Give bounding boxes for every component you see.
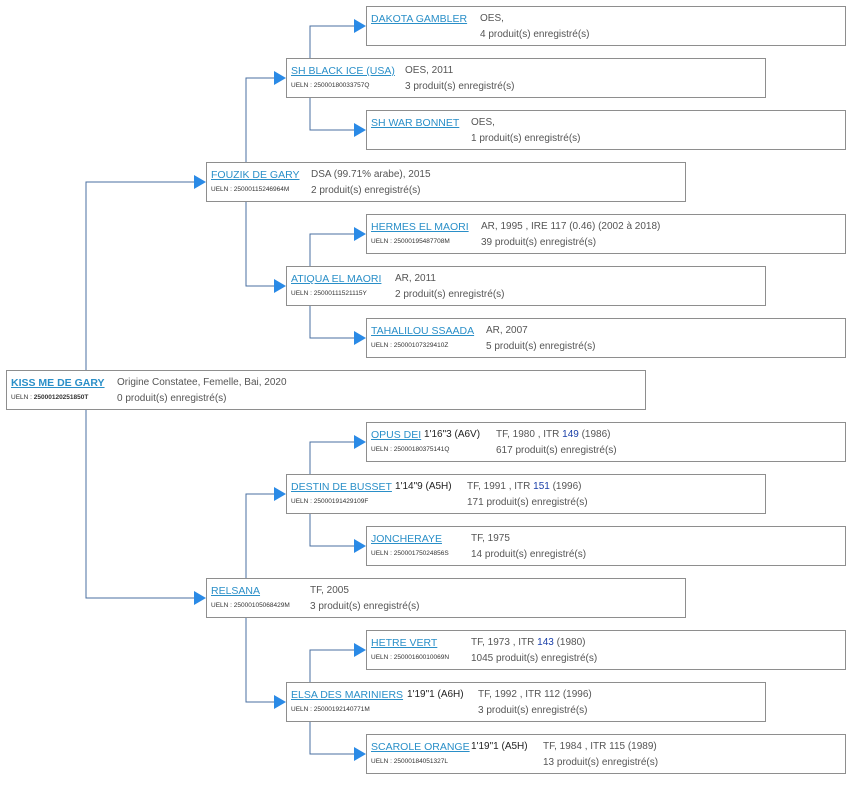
horse-info: TF, 1975 bbox=[471, 533, 510, 544]
horse-info: TF, 1980 , ITR 149 (1986) bbox=[496, 429, 611, 440]
horse-name-link[interactable]: JONCHERAYE bbox=[371, 533, 442, 545]
horse-card-ggs-1: DAKOTA GAMBLER OES, 4 produit(s) enregis… bbox=[366, 6, 846, 46]
ueln-text: UELN : 25000175024856S bbox=[371, 550, 449, 557]
arrow-right-icon bbox=[354, 643, 366, 657]
offspring-count: 3 produit(s) enregistré(s) bbox=[310, 601, 420, 612]
offspring-count: 617 produit(s) enregistré(s) bbox=[496, 445, 617, 456]
horse-card-ggd-1: SH WAR BONNET OES, 1 produit(s) enregist… bbox=[366, 110, 846, 150]
horse-info: TF, 1984 , ITR 115 (1989) bbox=[543, 741, 657, 752]
arrow-right-icon bbox=[354, 331, 366, 345]
horse-name-link[interactable]: SCAROLE ORANGE bbox=[371, 741, 470, 753]
arrow-right-icon bbox=[274, 71, 286, 85]
horse-info: Origine Constatee, Femelle, Bai, 2020 bbox=[117, 377, 287, 388]
horse-name-link[interactable]: KISS ME DE GARY bbox=[11, 377, 105, 389]
ueln-text: UELN : 25000115246964M bbox=[211, 186, 290, 193]
horse-card-maternal-grandsire: DESTIN DE BUSSET 1'14"9 (A5H) UELN : 250… bbox=[286, 474, 766, 514]
horse-card-paternal-grandsire: SH BLACK ICE (USA) UELN : 25000180033757… bbox=[286, 58, 766, 98]
arrow-right-icon bbox=[274, 487, 286, 501]
ueln-text: UELN : 25000120251850T bbox=[11, 394, 89, 401]
horse-card-ggd-2: TAHALILOU SSAADA UELN : 25000107329410Z … bbox=[366, 318, 846, 358]
offspring-count: 0 produit(s) enregistré(s) bbox=[117, 393, 227, 404]
arrow-right-icon bbox=[354, 227, 366, 241]
horse-name-link[interactable]: HERMES EL MAORI bbox=[371, 221, 469, 233]
horse-name-link[interactable]: RELSANA bbox=[211, 585, 261, 597]
horse-card-dam: RELSANA UELN : 25000105068429M TF, 2005 … bbox=[206, 578, 686, 618]
horse-card-ggd-3: JONCHERAYE UELN : 25000175024856S TF, 19… bbox=[366, 526, 846, 566]
ueln-text: UELN : 25000107329410Z bbox=[371, 342, 449, 349]
horse-name-link[interactable]: OPUS DEI bbox=[371, 429, 422, 441]
horse-name-link[interactable]: SH WAR BONNET bbox=[371, 117, 460, 129]
horse-card-maternal-granddam: ELSA DES MARINIERS 1'19"1 (A6H) UELN : 2… bbox=[286, 682, 766, 722]
offspring-count: 2 produit(s) enregistré(s) bbox=[311, 185, 421, 196]
horse-info: AR, 2011 bbox=[395, 273, 436, 284]
arrow-right-icon bbox=[194, 591, 206, 605]
ueln-text: UELN : 25000191429109F bbox=[291, 498, 369, 505]
ueln-text: UELN : 25000111521115Y bbox=[291, 290, 367, 297]
offspring-count: 2 produit(s) enregistré(s) bbox=[395, 289, 505, 300]
offspring-count: 13 produit(s) enregistré(s) bbox=[543, 757, 659, 768]
horse-info: OES, bbox=[471, 117, 495, 128]
arrow-right-icon bbox=[354, 747, 366, 761]
horse-name-link[interactable]: ATIQUA EL MAORI bbox=[291, 273, 382, 285]
offspring-count: 3 produit(s) enregistré(s) bbox=[405, 81, 515, 92]
race-record: 1'14"9 (A5H) bbox=[395, 481, 452, 492]
horse-info: TF, 1992 , ITR 112 (1996) bbox=[478, 689, 592, 700]
offspring-count: 1 produit(s) enregistré(s) bbox=[471, 133, 581, 144]
horse-card-subject: KISS ME DE GARY UELN : 25000120251850T O… bbox=[6, 370, 646, 410]
arrow-right-icon bbox=[194, 175, 206, 189]
arrow-right-icon bbox=[274, 279, 286, 293]
offspring-count: 39 produit(s) enregistré(s) bbox=[481, 237, 597, 248]
arrow-right-icon bbox=[354, 539, 366, 553]
offspring-count: 3 produit(s) enregistré(s) bbox=[478, 705, 588, 716]
horse-info: AR, 1995 , IRE 117 (0.46) (2002 à 2018) bbox=[481, 221, 661, 232]
offspring-count: 5 produit(s) enregistré(s) bbox=[486, 341, 596, 352]
horse-info: TF, 2005 bbox=[310, 585, 349, 596]
race-record: 1'19"1 (A6H) bbox=[407, 689, 464, 700]
itr-value: 151 bbox=[533, 481, 550, 492]
horse-card-ggs-3: OPUS DEI 1'16"3 (A6V) UELN : 25000180375… bbox=[366, 422, 846, 462]
ueln-text: UELN : 25000160010069N bbox=[371, 654, 450, 661]
offspring-count: 1045 produit(s) enregistré(s) bbox=[471, 653, 598, 664]
offspring-count: 4 produit(s) enregistré(s) bbox=[480, 29, 590, 40]
horse-name-link[interactable]: TAHALILOU SSAADA bbox=[371, 325, 475, 337]
ueln-text: UELN : 25000180033757Q bbox=[291, 82, 370, 89]
arrow-right-icon bbox=[354, 435, 366, 449]
horse-info: OES, bbox=[480, 13, 504, 24]
arrow-right-icon bbox=[274, 695, 286, 709]
horse-card-ggs-2: HERMES EL MAORI UELN : 25000195487708M A… bbox=[366, 214, 846, 254]
offspring-count: 171 produit(s) enregistré(s) bbox=[467, 497, 588, 508]
horse-name-link[interactable]: HETRE VERT bbox=[371, 637, 438, 649]
horse-name-link[interactable]: SH BLACK ICE (USA) bbox=[291, 65, 395, 77]
arrow-right-icon bbox=[354, 19, 366, 33]
ueln-text: UELN : 25000105068429M bbox=[211, 602, 290, 609]
horse-card-ggd-4: SCAROLE ORANGE 1'19"1 (A5H) UELN : 25000… bbox=[366, 734, 846, 774]
horse-card-sire: FOUZIK DE GARY UELN : 25000115246964M DS… bbox=[206, 162, 686, 202]
horse-name-link[interactable]: DAKOTA GAMBLER bbox=[371, 13, 468, 25]
horse-info: TF, 1973 , ITR 143 (1980) bbox=[471, 637, 586, 648]
ueln-text: UELN : 25000192140771M bbox=[291, 706, 370, 713]
ueln-text: UELN : 25000180375141Q bbox=[371, 446, 450, 453]
offspring-count: 14 produit(s) enregistré(s) bbox=[471, 549, 587, 560]
arrow-right-icon bbox=[354, 123, 366, 137]
race-record: 1'16"3 (A6V) bbox=[424, 429, 481, 440]
horse-info: DSA (99.71% arabe), 2015 bbox=[311, 169, 431, 180]
horse-card-paternal-granddam: ATIQUA EL MAORI UELN : 25000111521115Y A… bbox=[286, 266, 766, 306]
race-record: 1'19"1 (A5H) bbox=[471, 741, 528, 752]
itr-value: 143 bbox=[537, 637, 554, 648]
horse-card-ggs-4: HETRE VERT UELN : 25000160010069N TF, 19… bbox=[366, 630, 846, 670]
horse-info: OES, 2011 bbox=[405, 65, 454, 76]
ueln-text: UELN : 25000184051327L bbox=[371, 758, 448, 765]
ueln-text: UELN : 25000195487708M bbox=[371, 238, 450, 245]
itr-value: 149 bbox=[562, 429, 579, 440]
horse-info: TF, 1991 , ITR 151 (1996) bbox=[467, 481, 582, 492]
horse-name-link[interactable]: DESTIN DE BUSSET bbox=[291, 481, 392, 493]
horse-name-link[interactable]: FOUZIK DE GARY bbox=[211, 169, 300, 181]
horse-info: AR, 2007 bbox=[486, 325, 528, 336]
horse-name-link[interactable]: ELSA DES MARINIERS bbox=[291, 689, 404, 701]
